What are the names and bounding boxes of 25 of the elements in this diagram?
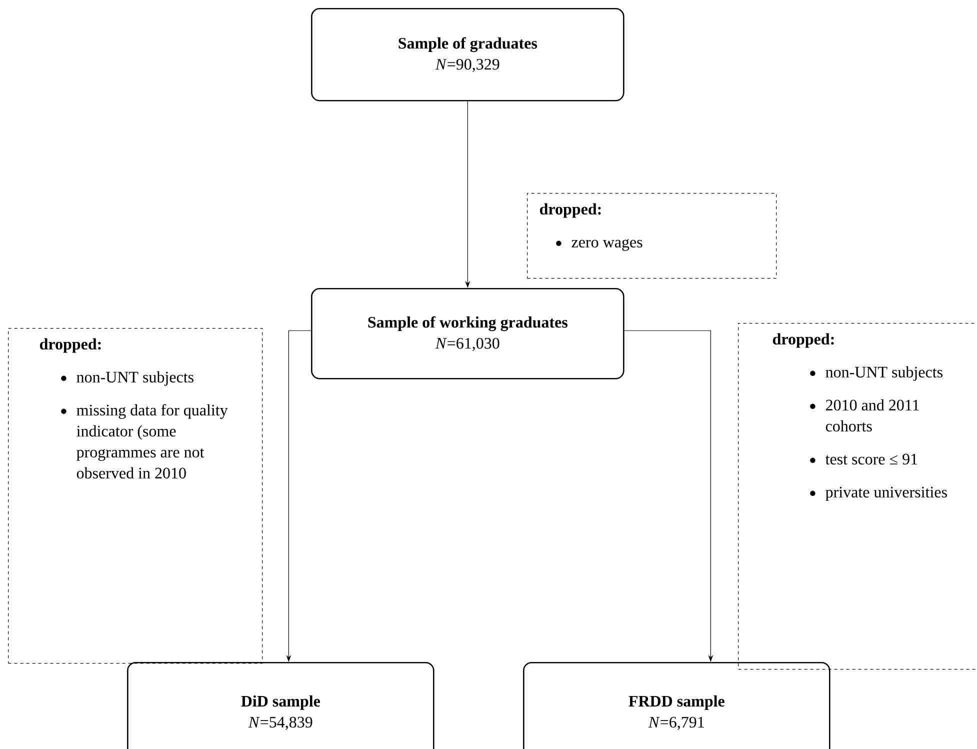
dropped-note-box [527, 192, 777, 279]
sample-box [311, 288, 624, 380]
bullet-item: non-UNT subjects [76, 371, 194, 386]
box-heading: dropped: [772, 333, 834, 348]
dropped-note-box [738, 323, 977, 670]
box-heading: dropped: [40, 338, 101, 353]
sample-box [127, 662, 434, 749]
sample-box [523, 662, 830, 749]
bullet-item: missing data for quality indicator (some programmes are not observed in 2010 [76, 404, 228, 479]
sample-size: N=90,329 [435, 58, 500, 72]
box-heading: FRDD sample [628, 695, 724, 710]
sample-size: N=54,839 [248, 716, 312, 730]
box-heading: DiD sample [241, 695, 320, 710]
box-heading: Sample of graduates [398, 37, 538, 52]
bullet-item: non-UNT subjects [826, 366, 942, 381]
sample-box [311, 8, 624, 102]
box-heading: dropped: [540, 203, 601, 218]
sample-size: N=61,030 [435, 338, 500, 351]
bullet-item: private universities [826, 486, 947, 501]
sample-size: N=6,791 [648, 716, 704, 730]
bullet-item: zero wages [572, 239, 642, 251]
box-heading: Sample of working graduates [368, 316, 568, 332]
bullet-item: 2010 and 2011 cohorts [826, 399, 919, 432]
dropped-note-box [8, 328, 263, 664]
bullet-item: test score ≤ 91 [825, 454, 918, 465]
